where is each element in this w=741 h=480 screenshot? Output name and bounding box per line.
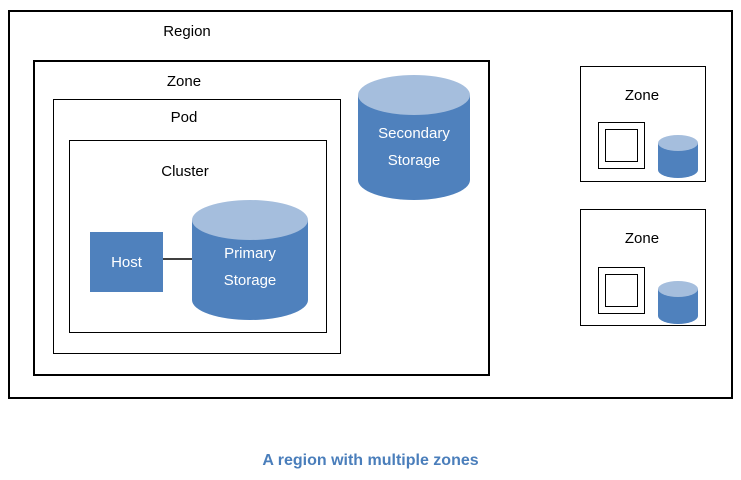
primary-storage-cylinder-icon <box>192 200 308 320</box>
zone-box-right-1: Zone <box>580 66 706 182</box>
pod-box: Pod Cluster Host Primary Storage <box>53 99 341 354</box>
zone-label: Zone <box>166 73 202 90</box>
region-label: Region <box>163 23 211 40</box>
secondary-storage-cylinder-icon <box>358 75 470 200</box>
primary-storage-label-line1: Primary <box>224 245 276 262</box>
host-label: Host <box>111 253 142 271</box>
cluster-box: Cluster Host Primary Storage <box>69 140 327 333</box>
host-storage-connector-line <box>163 258 193 260</box>
zone-right-2-label: Zone <box>624 230 660 247</box>
zone-box-main: Zone Pod Cluster Host Primary Sto <box>33 60 490 376</box>
primary-storage-label: Primary Storage <box>192 200 308 320</box>
zone-right-1-label: Zone <box>624 87 660 104</box>
region-box: Region Zone Pod Cluster Host Prim <box>8 10 733 399</box>
nested-square-inner <box>605 129 638 162</box>
host-box: Host <box>90 232 163 292</box>
cluster-label: Cluster <box>161 163 209 180</box>
storage-cylinder-icon <box>658 281 698 324</box>
nested-square-inner <box>605 274 638 307</box>
secondary-storage-label-line1: Secondary <box>378 124 450 142</box>
zone-box-right-2: Zone <box>580 209 706 326</box>
diagram-caption: A region with multiple zones <box>262 452 479 469</box>
nested-square-outer <box>598 122 645 169</box>
nested-square-outer <box>598 267 645 314</box>
pod-label: Pod <box>170 109 198 126</box>
secondary-storage-label: Secondary Storage <box>358 75 470 200</box>
secondary-storage-label-line2: Storage <box>387 151 441 169</box>
primary-storage-label-line2: Storage <box>223 272 277 289</box>
storage-cylinder-icon <box>658 135 698 178</box>
